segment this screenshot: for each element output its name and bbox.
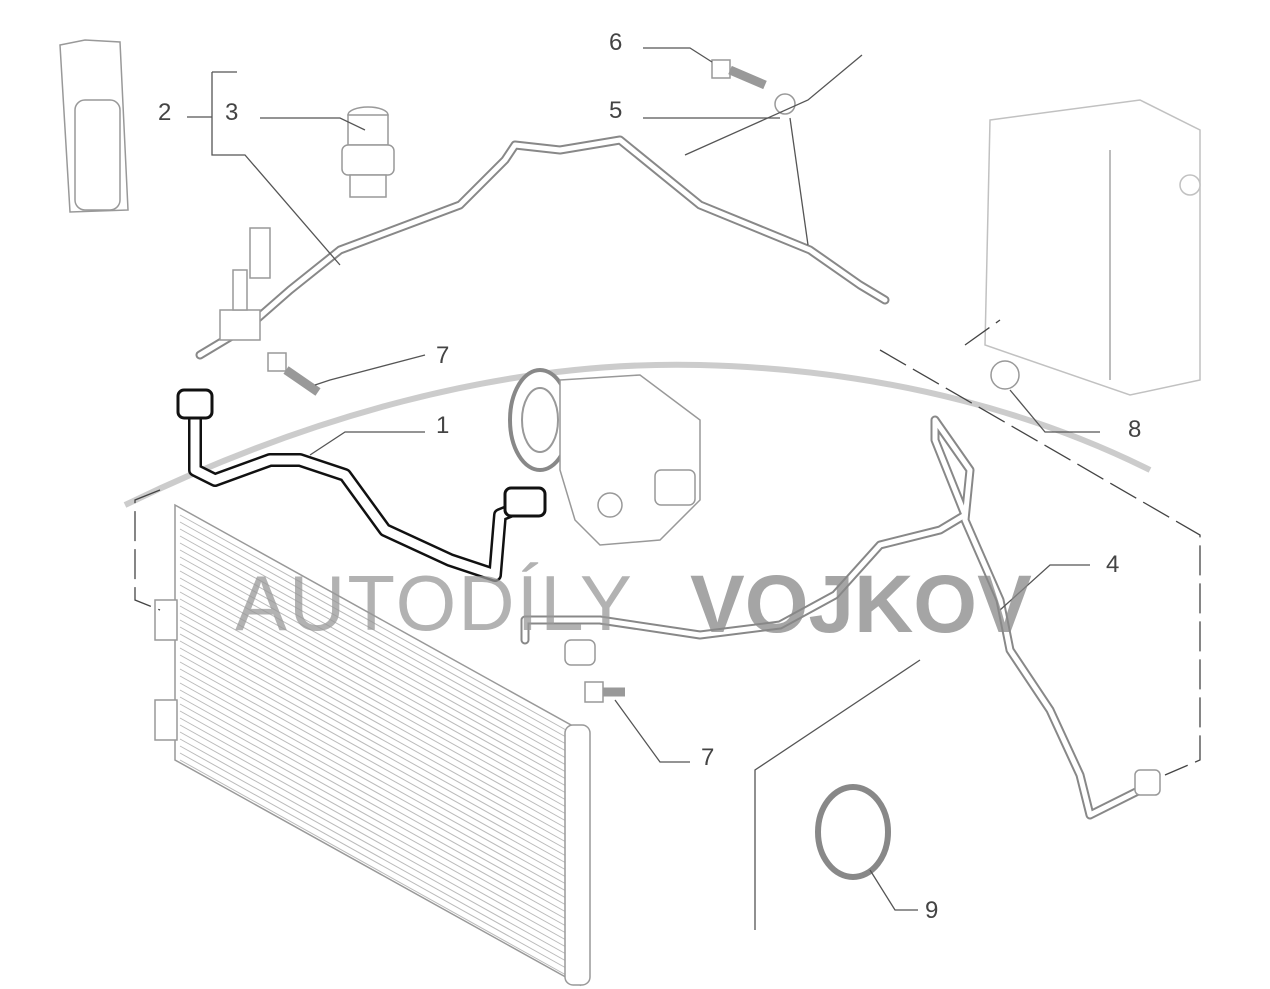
watermark-swoosh [123, 361, 1152, 508]
condenser-fin [179, 759, 576, 981]
condenser-fin [179, 514, 576, 736]
condenser-fin [179, 619, 576, 841]
callout-8: 8 [1128, 416, 1141, 443]
watermark-vojkov: VOJKOV [690, 559, 1032, 650]
bolt-7-upper [267, 352, 321, 396]
pipe-2 [195, 135, 890, 360]
condenser-fin [179, 528, 576, 750]
condenser-fin [179, 745, 576, 967]
callout-7-upper: 7 [436, 342, 449, 369]
condenser-fin [179, 570, 576, 792]
receiver-drier [59, 39, 129, 213]
condenser-fin [179, 724, 576, 946]
condenser-fin [179, 591, 576, 813]
callout-3: 3 [225, 99, 238, 126]
pipe-4 [520, 415, 1161, 820]
condenser-fin [179, 752, 576, 974]
hose-1 [176, 388, 547, 582]
callout-9: 9 [925, 897, 938, 924]
callout-1: 1 [436, 412, 449, 439]
condenser-fin [179, 717, 576, 939]
condenser-fin [179, 521, 576, 743]
nut-5 [774, 93, 796, 115]
condenser-fin [179, 675, 576, 897]
condenser-fin [179, 584, 576, 806]
condenser-fin [179, 563, 576, 785]
condenser-fin [179, 689, 576, 911]
pressure-switch [341, 106, 395, 198]
bolt-7-lower [584, 681, 625, 703]
condenser-fin [179, 626, 576, 848]
condenser-fin [179, 577, 576, 799]
condenser-fin [179, 738, 576, 960]
condenser-fin [179, 535, 576, 757]
condenser-fin [179, 542, 576, 764]
condenser-fin [179, 682, 576, 904]
bolt-6 [711, 59, 767, 90]
condenser-fin [179, 605, 576, 827]
condenser-fin [179, 549, 576, 771]
condenser-fin [179, 710, 576, 932]
callout-7-lower: 7 [701, 744, 714, 771]
nut-8 [990, 360, 1020, 390]
condenser-fin [179, 647, 576, 869]
condenser-fin [179, 731, 576, 953]
condenser-fin [179, 640, 576, 862]
o-ring-9 [815, 784, 891, 880]
condenser [154, 503, 591, 987]
watermark-autodily: AUTODÍLY [235, 559, 634, 647]
compressor [508, 368, 701, 546]
condenser-fin [179, 612, 576, 834]
condenser-fin [179, 556, 576, 778]
condenser-fin [179, 703, 576, 925]
callout-4: 4 [1106, 551, 1119, 578]
condenser-fin [179, 668, 576, 890]
condenser-fin [179, 661, 576, 883]
condenser-fin [179, 633, 576, 855]
condenser-fin [179, 598, 576, 820]
callout-5: 5 [609, 97, 622, 124]
evaporator [984, 99, 1201, 396]
condenser-fin [179, 696, 576, 918]
callout-6: 6 [609, 29, 622, 56]
condenser-fin [179, 654, 576, 876]
callout-2: 2 [158, 99, 171, 126]
